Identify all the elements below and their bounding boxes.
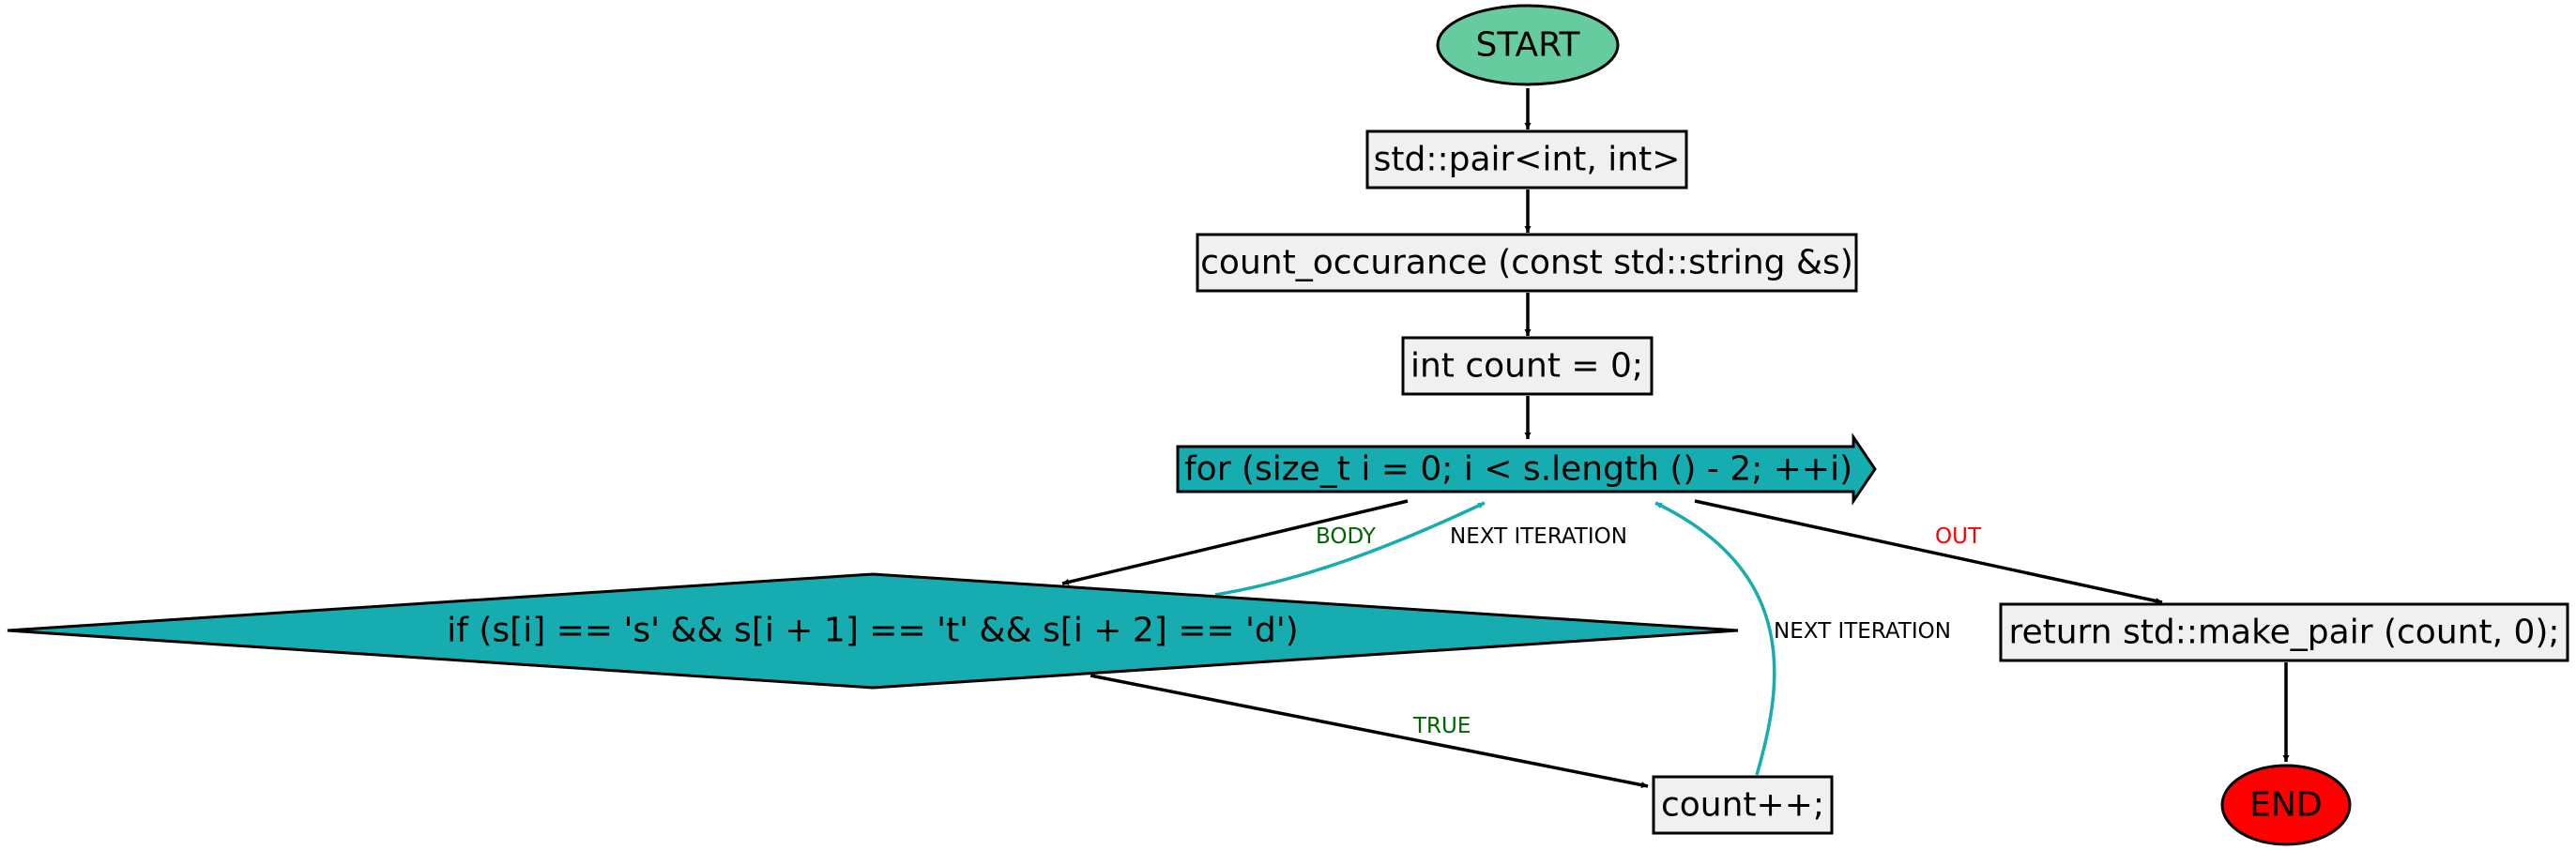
edge-condition-to-loop xyxy=(1214,501,1486,597)
edge-loop-to-return xyxy=(1694,499,2163,604)
node-return-stmt: return std::make_pair (count, 0); xyxy=(1999,602,2569,662)
return-type-label: std::pair<int, int> xyxy=(1374,141,1681,179)
init-box xyxy=(1401,336,1654,396)
end-ellipse xyxy=(2220,764,2352,846)
return-stmt-box xyxy=(1999,602,2569,662)
loop-label: for (size_t i = 0; i < s.length () - 2; … xyxy=(1184,450,1852,489)
node-loop: for (size_t i = 0; i < s.length () - 2; … xyxy=(1176,433,1877,506)
node-return-type: std::pair<int, int> xyxy=(1365,129,1688,190)
condition-diamond xyxy=(7,572,1739,690)
condition-label: if (s[i] == 's' && s[i + 1] == 't' && s[… xyxy=(447,612,1298,650)
increment-label: count++; xyxy=(1661,786,1824,825)
edges xyxy=(1061,88,2290,789)
increment-box xyxy=(1652,775,1834,835)
edge-label-next-iteration-1: NEXT ITERATION xyxy=(1450,524,1627,549)
loop-arrow-shape xyxy=(1176,433,1877,506)
edge-loop-to-condition xyxy=(1061,499,1409,585)
node-condition: if (s[i] == 's' && s[i + 1] == 't' && s[… xyxy=(7,572,1739,690)
edge-label-out: OUT xyxy=(1935,524,1982,549)
edge-label-next-iteration-2: NEXT ITERATION xyxy=(1774,619,1951,644)
node-end: END xyxy=(2220,764,2352,846)
node-increment: count++; xyxy=(1652,775,1834,835)
start-label: START xyxy=(1475,26,1580,65)
edge-label-body: BODY xyxy=(1316,524,1377,549)
end-label: END xyxy=(2249,786,2322,825)
edge-increment-to-loop xyxy=(1654,501,1776,776)
return-type-box xyxy=(1365,129,1688,190)
start-ellipse xyxy=(1436,4,1620,86)
signature-box xyxy=(1196,233,1858,293)
signature-label: count_occurance (const std::string &s) xyxy=(1200,244,1853,282)
init-label: int count = 0; xyxy=(1410,347,1643,386)
edge-label-true: TRUE xyxy=(1412,714,1471,738)
node-signature: count_occurance (const std::string &s) xyxy=(1196,233,1858,293)
node-start: START xyxy=(1436,4,1620,86)
node-init: int count = 0; xyxy=(1401,336,1654,396)
return-stmt-label: return std::make_pair (count, 0); xyxy=(2008,614,2559,652)
edge-condition-to-increment xyxy=(1090,674,1649,789)
edge-labels: BODY NEXT ITERATION NEXT ITERATION OUT T… xyxy=(1316,524,1982,738)
